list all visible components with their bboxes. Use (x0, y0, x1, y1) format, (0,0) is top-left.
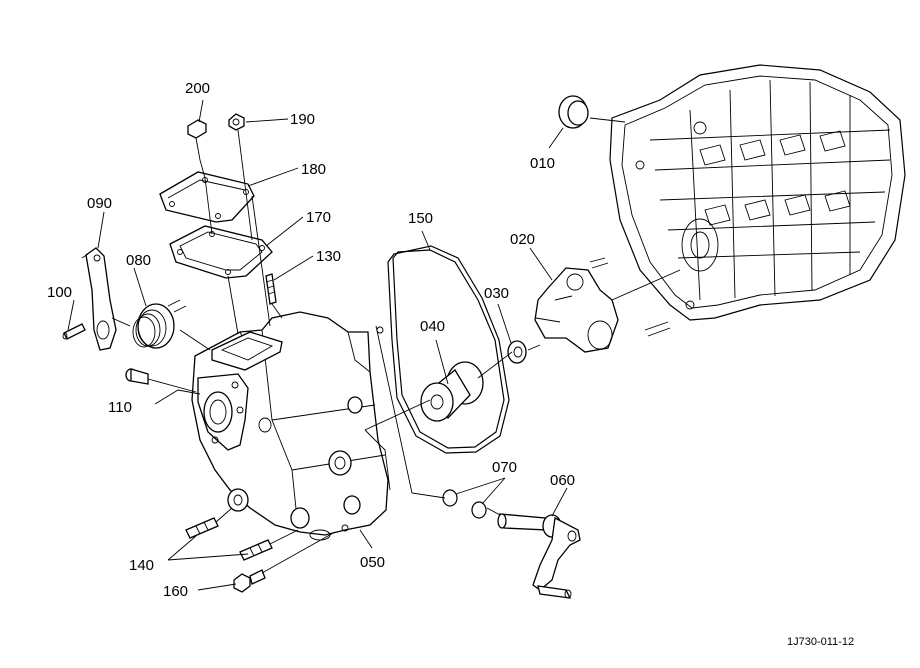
callout-190: 200 (185, 80, 210, 97)
callout-030: 030 (484, 285, 509, 302)
callout-130: 130 (316, 248, 341, 265)
callout-060: 060 (550, 472, 575, 489)
shaft-040 (420, 351, 513, 422)
o-ring-070-b (471, 501, 487, 519)
bolt-110 (125, 368, 197, 393)
nut-200 (228, 113, 253, 241)
gasket-150 (387, 245, 510, 454)
callout-170: 180 (301, 161, 326, 178)
shift-arm-020 (534, 257, 681, 353)
callout-080: 080 (126, 252, 151, 269)
callout-110: 110 (108, 399, 132, 416)
lever-090 (81, 247, 117, 351)
leader-lines (67, 99, 568, 591)
pin-100 (62, 323, 86, 340)
callout-150: 150 (408, 210, 433, 227)
shaft-060 (497, 513, 581, 599)
stud-140-lower (239, 529, 299, 561)
stud-130 (265, 273, 283, 319)
drawing-code: 1J730-011-12 (787, 636, 854, 648)
stud-140-upper (185, 507, 233, 539)
callout-100: 100 (47, 284, 72, 301)
callout-180: 170 (306, 209, 331, 226)
bolt-160 (233, 531, 336, 593)
callout-010: 010 (530, 155, 555, 172)
bush-030 (507, 340, 541, 364)
callout-160: 160 (163, 583, 188, 600)
gasket-180 (169, 225, 273, 279)
callout-040: 040 (420, 318, 445, 335)
callout-050: 050 (360, 554, 385, 571)
housing-050 (191, 311, 391, 541)
callout-140: 140 (129, 557, 154, 574)
callout-020: 020 (510, 231, 535, 248)
o-ring-070-a (442, 489, 458, 507)
callout-200: 190 (290, 111, 315, 128)
callout-070: 070 (492, 459, 517, 476)
callout-090: 090 (87, 195, 112, 212)
plug-010 (558, 95, 626, 129)
bolt-190 (187, 119, 207, 179)
callout-labels: 200 190 180 170 130 090 080 100 110 150 … (47, 80, 854, 648)
transmission-case (609, 64, 906, 321)
spring-080 (111, 299, 187, 349)
